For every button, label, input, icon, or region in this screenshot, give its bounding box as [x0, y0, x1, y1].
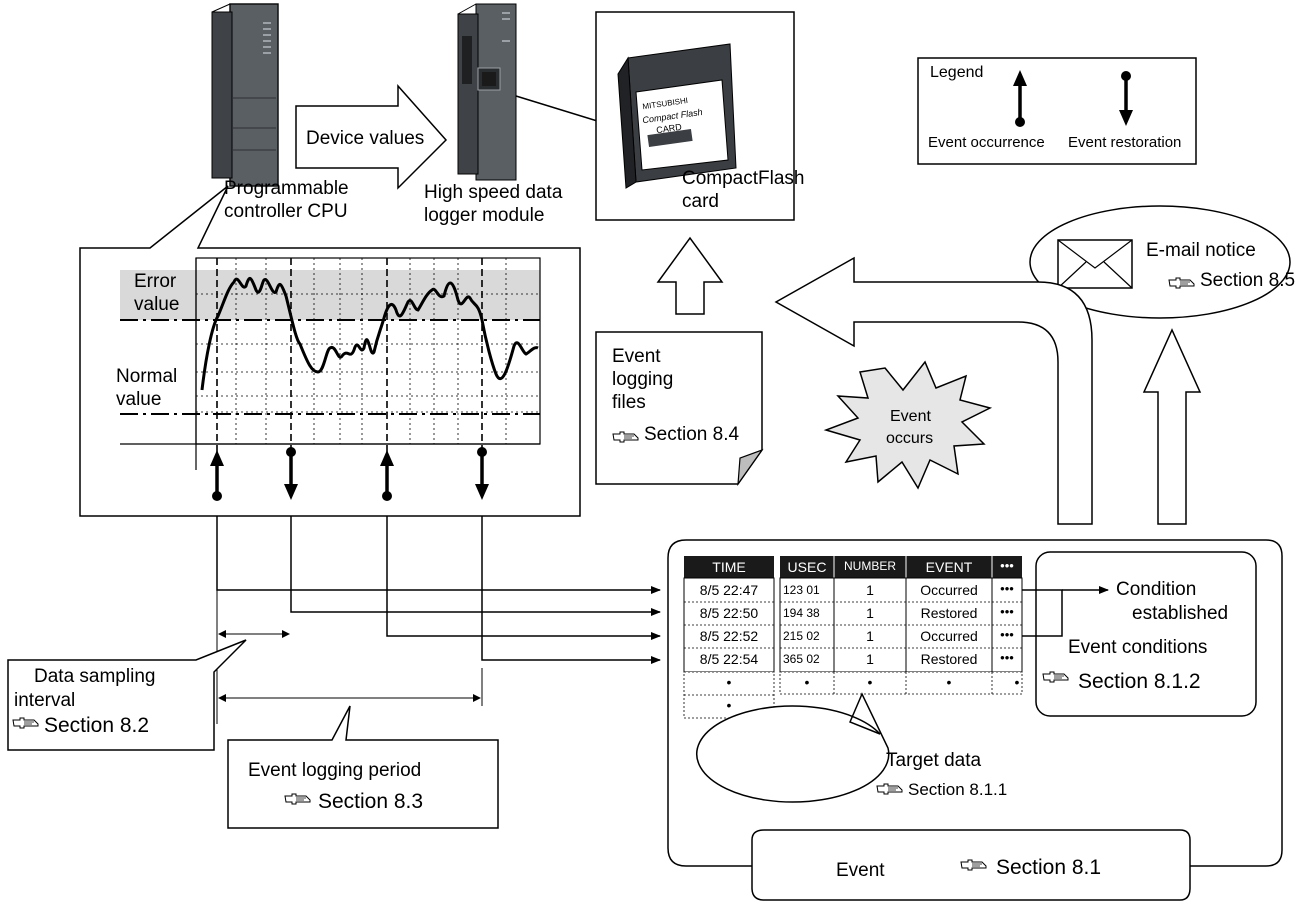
- event-label-box: [751, 829, 1191, 901]
- table-header-more: •••: [1000, 558, 1014, 573]
- cell-more: •••: [1000, 604, 1014, 619]
- legend-occurrence-label: Event occurrence: [928, 134, 1045, 151]
- compactflash-label-1: CompactFlash: [682, 168, 805, 189]
- target-data-ref: Section 8.1.1: [908, 780, 1008, 799]
- event-occurs-line-2: occurs: [886, 430, 934, 447]
- waveform-line: [200, 276, 539, 391]
- connector-row-1: [216, 516, 661, 594]
- event-ref: Section 8.1: [996, 856, 1102, 879]
- event-data-table: [683, 556, 1023, 719]
- cell-event: Occurred: [920, 628, 978, 644]
- table-header-usec: USEC: [787, 559, 827, 575]
- table-ellipsis-dot: •: [867, 674, 873, 690]
- connector-row-3: [386, 516, 661, 640]
- graph-event-restoration-arrow-2: [475, 447, 489, 500]
- table-ellipsis-dot: •: [946, 674, 952, 690]
- event-to-file-bent-arrow: [774, 256, 1093, 525]
- compactflash-label-2: card: [682, 191, 719, 212]
- logging-period-ref: Section 8.3: [318, 790, 424, 813]
- cell-usec: 365 02: [783, 652, 820, 666]
- condition-established-2: established: [1132, 603, 1229, 624]
- event-occurs-burst: [823, 360, 993, 490]
- cell-usec: 194 38: [783, 606, 820, 620]
- graph-event-restoration-arrow-1: [284, 447, 298, 500]
- email-notice-ellipse: [1029, 205, 1291, 319]
- cell-event: Restored: [920, 651, 978, 667]
- error-value-label-2: value: [134, 294, 180, 315]
- cell-number: 1: [866, 651, 874, 667]
- cf-card-text-2: CARD: [656, 122, 683, 136]
- cpu-label-1: Programmable: [224, 178, 349, 199]
- device-values-arrow: [295, 84, 448, 190]
- event-label: Event: [836, 860, 885, 881]
- sampling-interval-callout: [7, 639, 247, 751]
- connector-row-2: [290, 516, 661, 616]
- high-speed-data-logger-module-image: [457, 3, 517, 181]
- connector-row-4: [481, 516, 661, 664]
- cell-time: 8/5 22:54: [699, 651, 759, 667]
- sampling-interval-label-2: interval: [14, 690, 76, 711]
- email-notice-ref: Section 8.5: [1200, 270, 1296, 291]
- cell-usec: 123 01: [783, 583, 820, 597]
- cell-event: Restored: [920, 605, 978, 621]
- logging-period-callout: [227, 705, 499, 829]
- logger-label-1: High speed data: [424, 182, 563, 203]
- table-ellipsis-dot: •: [726, 674, 732, 690]
- event-occurs-line-1: Event: [890, 408, 931, 425]
- table-ellipsis-dot: •: [804, 674, 810, 690]
- event-files-label-3: files: [612, 392, 646, 413]
- envelope-icon: [1057, 239, 1133, 289]
- event-restoration-arrow-icon: [1119, 71, 1133, 126]
- normal-value-label-2: value: [116, 389, 162, 410]
- cell-number: 1: [866, 582, 874, 598]
- logging-period-label: Event logging period: [248, 760, 422, 781]
- event-conditions-title: Event conditions: [1068, 637, 1208, 658]
- cpu-label-2: controller CPU: [224, 201, 348, 222]
- file-to-cf-up-arrow: [656, 236, 724, 315]
- programmable-controller-cpu-image: [211, 3, 279, 187]
- cell-usec: 215 02: [783, 629, 820, 643]
- cell-time: 8/5 22:47: [699, 582, 759, 598]
- table-ellipsis-dot: •: [726, 697, 732, 713]
- normal-value-label-1: Normal: [116, 366, 178, 387]
- target-data-ellipse: [696, 692, 890, 803]
- event-occurrence-arrow-icon: [1013, 70, 1027, 127]
- cell-time: 8/5 22:52: [699, 628, 759, 644]
- sampling-interval-label-1: Data sampling: [34, 666, 156, 687]
- condition-established-1: Condition: [1116, 579, 1197, 600]
- event-files-label-1: Event: [612, 346, 661, 367]
- graph-callout-box: [79, 185, 581, 517]
- cell-more: •••: [1000, 581, 1014, 596]
- legend-restoration-label: Event restoration: [1068, 134, 1182, 151]
- target-data-label: Target data: [886, 750, 982, 771]
- cell-time: 8/5 22:50: [699, 605, 759, 621]
- cell-event: Occurred: [920, 582, 978, 598]
- error-value-label-1: Error: [134, 271, 177, 292]
- legend-box: [917, 57, 1197, 165]
- compactflash-card-image: [617, 43, 737, 189]
- cell-number: 1: [866, 605, 874, 621]
- event-files-label-2: logging: [612, 369, 674, 390]
- legend-title: Legend: [930, 64, 984, 81]
- table-header-number: NUMBER: [843, 559, 896, 573]
- email-up-arrow: [1142, 328, 1202, 525]
- graph-event-occurrence-arrow-1: [210, 450, 224, 501]
- event-files-ref: Section 8.4: [644, 424, 740, 445]
- cell-more: •••: [1000, 627, 1014, 642]
- sampling-interval-ref: Section 8.2: [44, 714, 150, 737]
- table-ellipsis-dot: •: [1014, 674, 1020, 690]
- logger-label-2: logger module: [424, 205, 545, 226]
- email-notice-label: E-mail notice: [1146, 240, 1256, 261]
- event-conditions-ref: Section 8.1.2: [1078, 670, 1201, 693]
- cell-more: •••: [1000, 650, 1014, 665]
- event-conditions-box: [1035, 551, 1257, 717]
- device-values-label: Device values: [306, 128, 425, 149]
- table-header-time: TIME: [712, 559, 746, 575]
- cell-number: 1: [866, 628, 874, 644]
- graph-event-occurrence-arrow-2: [380, 450, 394, 501]
- error-value-band: [120, 270, 540, 320]
- table-header-event: EVENT: [925, 559, 973, 575]
- condition-connector: [1022, 589, 1063, 637]
